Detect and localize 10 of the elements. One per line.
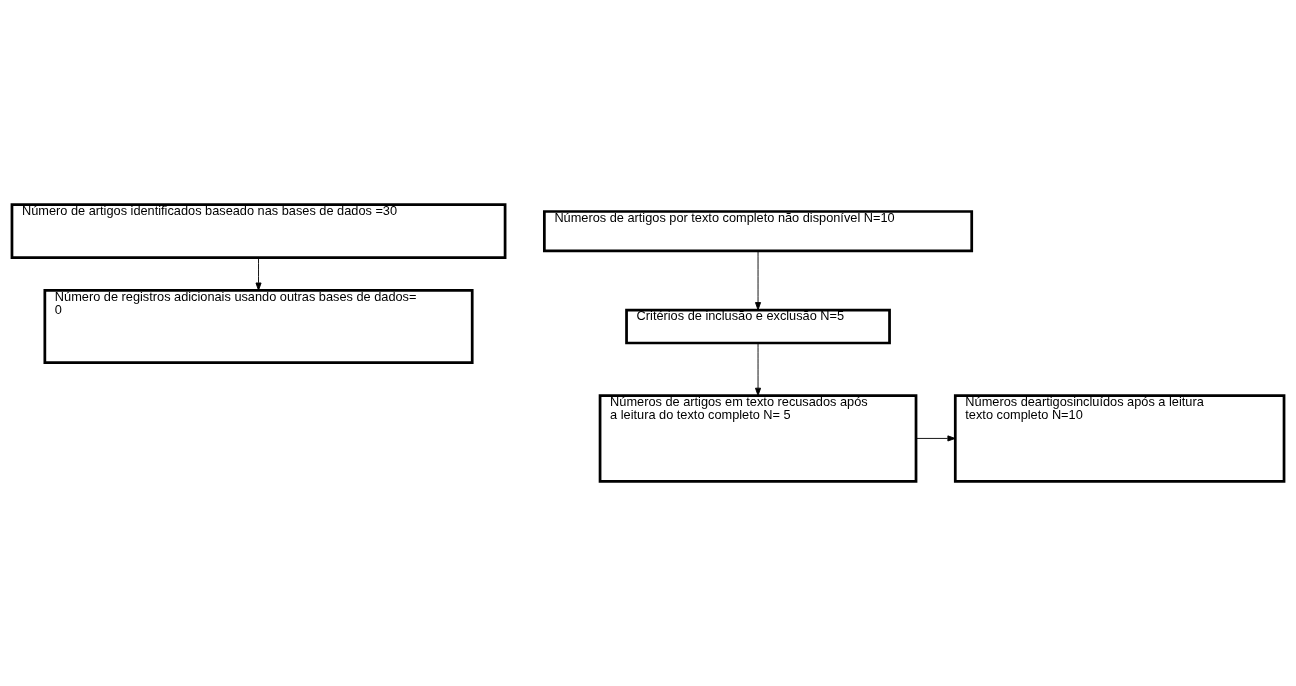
node-box: Número de artigos identificados baseado nas bases de dados =30 <box>10 203 507 259</box>
arrow <box>255 257 262 291</box>
node-box: Números deartigosincluídos após a leitura texto completo N=10 <box>953 394 1286 483</box>
arrow <box>915 435 956 442</box>
node-box: Número de registros adicionais usando outras bases de dados= 0 <box>43 289 474 364</box>
arrow <box>755 250 762 311</box>
node-box: Números de artigos por texto completo não disponível N=10 <box>543 210 974 253</box>
node-box: Números de artigos em texto recusados após a leitura do texto completo N= 5 <box>598 394 918 483</box>
arrow <box>755 342 762 396</box>
node-box: Critérios de inclusão e exclusão N=5 <box>625 308 891 345</box>
